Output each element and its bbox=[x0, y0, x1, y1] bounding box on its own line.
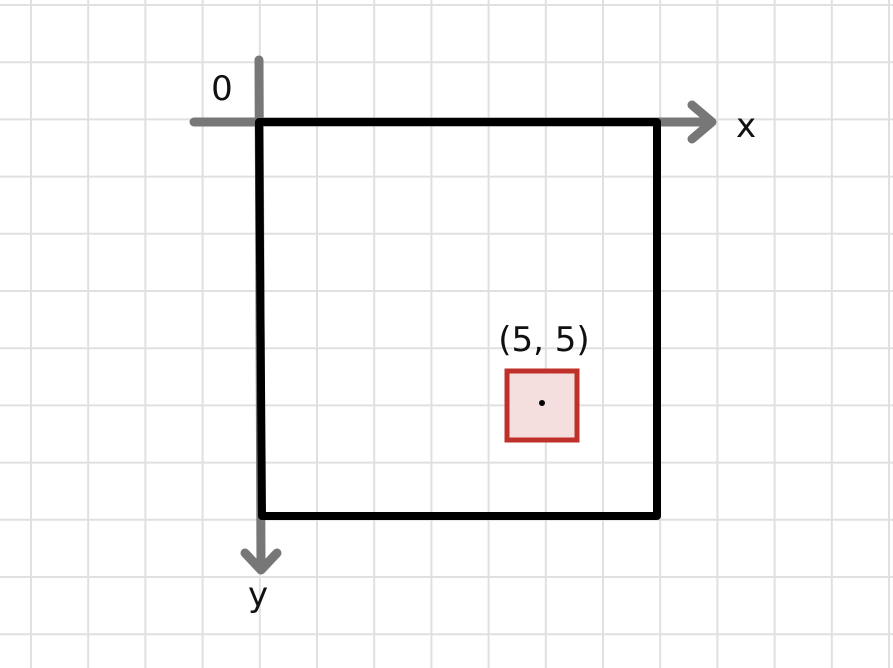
x-axis-label: x bbox=[736, 106, 756, 146]
y-axis-arrowhead bbox=[240, 548, 282, 575]
pixel-coordinate-label: (5, 5) bbox=[498, 320, 589, 360]
origin-label: 0 bbox=[211, 69, 233, 109]
y-axis-label: y bbox=[248, 575, 268, 615]
pixel-center-dot bbox=[539, 400, 545, 406]
image-frame bbox=[255, 118, 661, 520]
x-axis-arrowhead bbox=[687, 100, 717, 144]
